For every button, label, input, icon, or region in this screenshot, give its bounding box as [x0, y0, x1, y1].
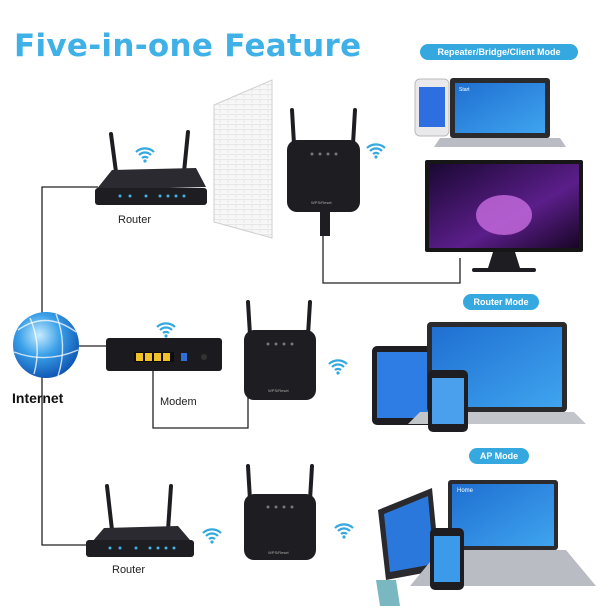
wifi-icon	[155, 322, 177, 339]
wifi-icon	[365, 143, 387, 160]
modem-label: Modem	[160, 396, 197, 408]
tablet-icon	[372, 346, 440, 425]
tablet-icon	[376, 488, 440, 606]
repeater-mode-badge: Repeater/Bridge/Client Mode	[420, 44, 578, 60]
router-bottom-label: Router	[112, 564, 146, 576]
wifi-icon	[201, 528, 223, 545]
device-brand-label: WPS/Reset	[311, 200, 332, 205]
laptop-screen-start-text: Start	[459, 87, 470, 93]
modem-icon	[106, 338, 222, 371]
laptop-screen-home-text: Home	[457, 488, 474, 494]
extender-router-icon	[244, 300, 316, 400]
router-mode-badge: Router Mode	[463, 294, 539, 310]
globe-icon	[13, 312, 79, 378]
internet-label: Internet	[12, 390, 64, 406]
extender-ap-icon	[244, 464, 316, 560]
extender-repeater-icon	[287, 108, 360, 236]
device-brand-label: WPS/Reset	[268, 550, 289, 555]
phone-icon	[428, 370, 468, 432]
monitor-icon	[425, 160, 583, 272]
wifi-icon	[333, 523, 355, 540]
ap-mode-badge: AP Mode	[469, 448, 529, 464]
router-top-icon	[95, 130, 207, 205]
network-cables	[41, 186, 461, 546]
laptop-icon	[434, 78, 566, 147]
router-top-label: Router	[118, 214, 152, 226]
router-bottom-icon	[86, 484, 194, 557]
brick-wall-icon	[213, 79, 273, 239]
phone-icon	[430, 528, 464, 590]
phone-icon	[414, 78, 450, 137]
wifi-icon	[134, 147, 156, 164]
device-brand-label: WPS/Reset	[268, 388, 289, 393]
wifi-icon	[327, 359, 349, 376]
laptop-icon	[410, 480, 596, 586]
page-title: Five-in-one Feature	[14, 28, 362, 64]
